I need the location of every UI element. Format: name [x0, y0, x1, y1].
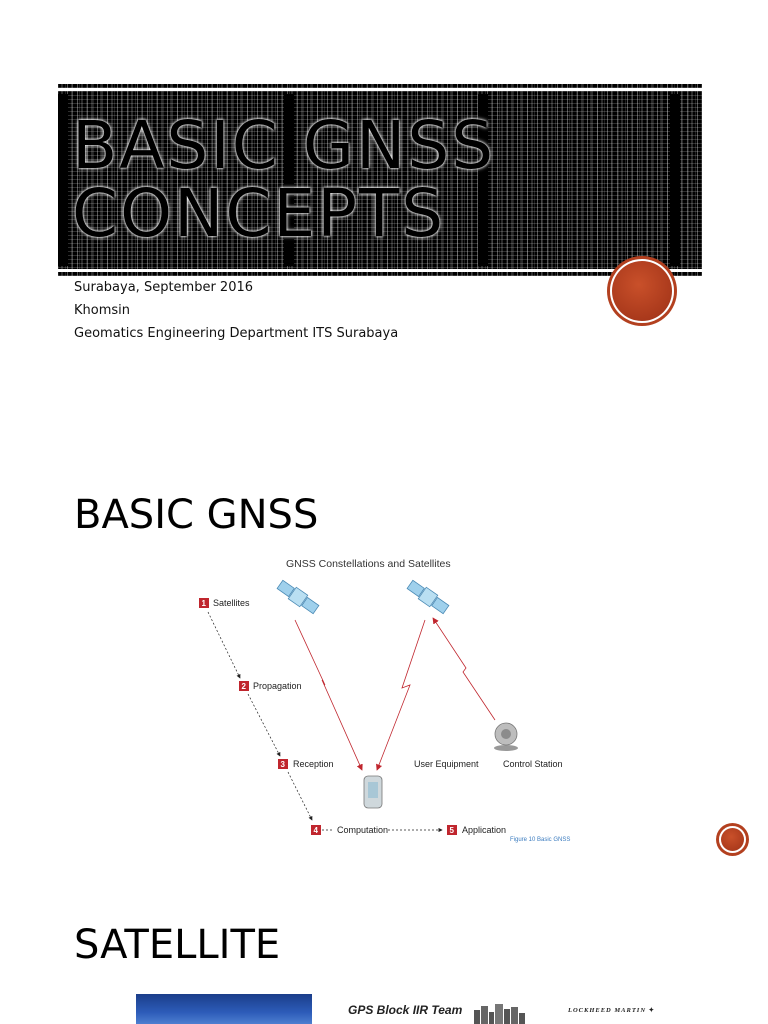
- svg-text:Reception: Reception: [293, 759, 334, 769]
- slide-heading-basic-gnss: BASIC GNSS: [74, 492, 318, 538]
- step-computation: 4 Computation: [311, 825, 388, 835]
- svg-text:4: 4: [314, 826, 319, 835]
- uplink-line: [433, 618, 495, 720]
- accent-circle-badge: [610, 259, 674, 323]
- svg-text:Computation: Computation: [337, 825, 388, 835]
- signal-line-sat1: [295, 620, 362, 770]
- svg-text:5: 5: [450, 826, 455, 835]
- svg-text:Propagation: Propagation: [253, 681, 302, 691]
- svg-text:2: 2: [242, 682, 247, 691]
- title-banner: Basic GNSS Concepts: [58, 84, 702, 276]
- control-station-label: Control Station: [503, 759, 563, 769]
- lockheed-martin-logo: LOCKHEED MARTIN ✦: [568, 1006, 655, 1014]
- signal-line-sat2: [377, 620, 425, 770]
- subtitle-location-date: Surabaya, September 2016: [74, 280, 253, 295]
- presentation-title: Basic GNSS Concepts: [72, 112, 702, 248]
- svg-text:3: 3: [281, 760, 286, 769]
- step-reception: 3 Reception: [278, 759, 334, 769]
- subtitle-department: Geomatics Engineering Department ITS Sur…: [74, 326, 398, 341]
- control-station-dish-icon: [494, 723, 518, 751]
- step-propagation: 2 Propagation: [239, 681, 302, 691]
- satellite-photo: [136, 994, 312, 1024]
- diagram-title: GNSS Constellations and Satellites: [286, 558, 451, 570]
- svg-text:Satellites: Satellites: [213, 598, 250, 608]
- slide-heading-satellite: SATELLITE: [74, 922, 280, 968]
- svg-text:Application: Application: [462, 825, 506, 835]
- satellite-icon: [406, 579, 450, 616]
- subtitle-author: Khomsin: [74, 303, 130, 318]
- figure-caption: Figure 10 Basic GNSS: [510, 837, 570, 843]
- step-satellites: 1 Satellites: [199, 598, 250, 608]
- satellite-icon: [276, 579, 320, 616]
- accent-circle-badge-small: [719, 826, 746, 853]
- partner-logo-city: [472, 1000, 532, 1024]
- gps-block-team-label: GPS Block IIR Team: [348, 1003, 462, 1017]
- gps-receiver-icon: [364, 776, 382, 808]
- step-application: 5 Application: [447, 825, 506, 835]
- svg-text:1: 1: [202, 599, 207, 608]
- user-equipment-label: User Equipment: [414, 759, 479, 769]
